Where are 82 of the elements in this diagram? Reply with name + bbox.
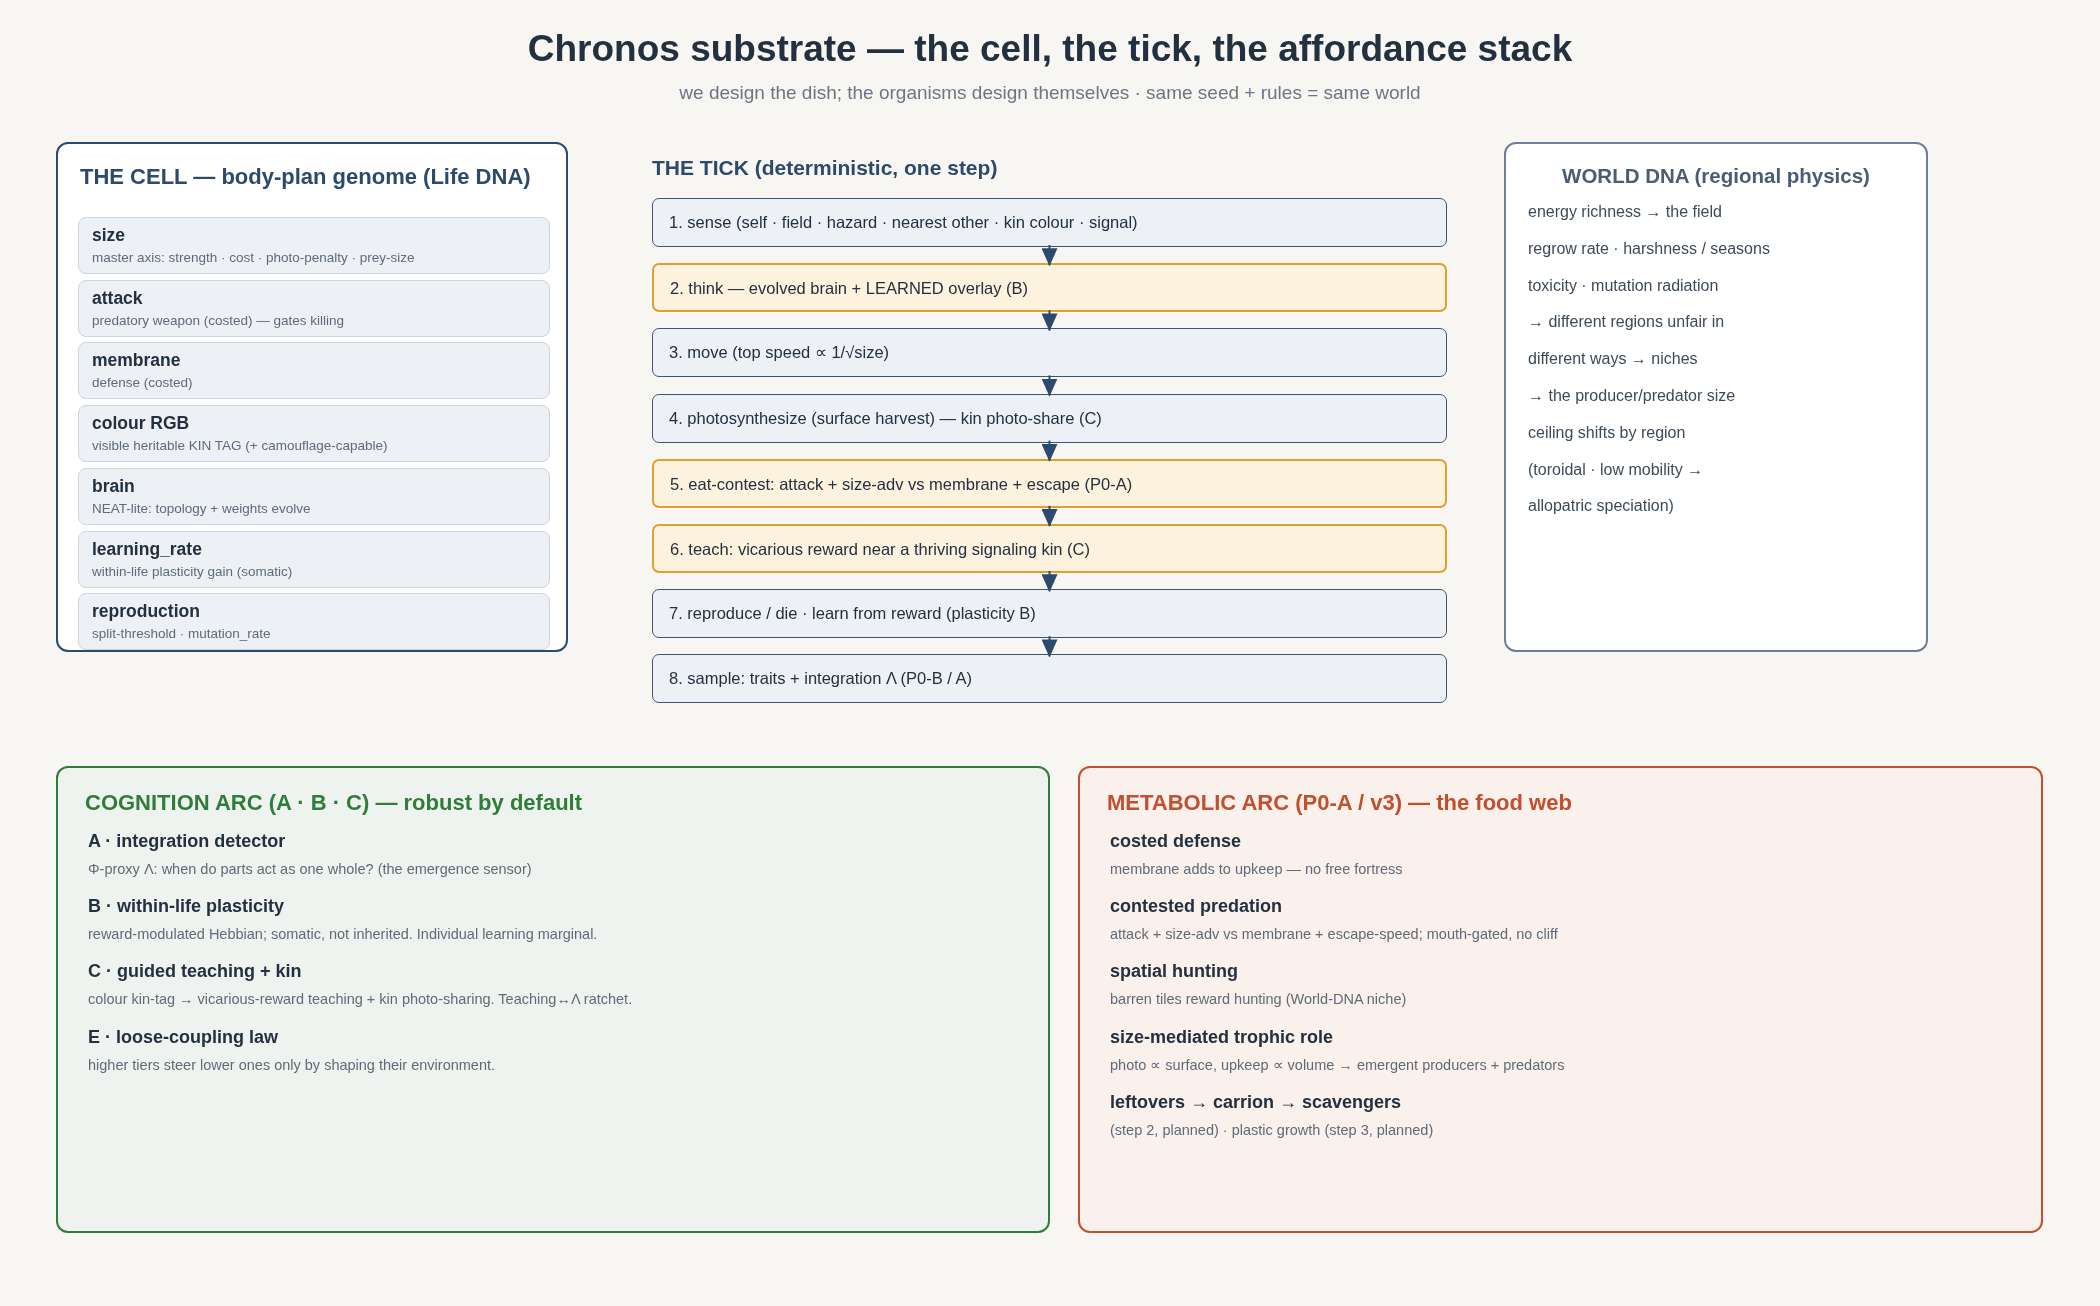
world-dna-line: → the producer/predator size <box>1528 387 1736 405</box>
world-dna-line: allopatric speciation) <box>1528 497 1674 516</box>
item-description: reward-modulated Hebbian; somatic, not inherited. Individual learning marginal. <box>88 926 598 943</box>
step-label: 3. move (top speed ∝ 1/√size) <box>669 343 890 363</box>
step-label: 7. reproduce / die · learn from reward (plasticity B) <box>669 604 1036 624</box>
subtitle: we design the dish; the organisms design themselves · same seed + rules = same world <box>678 82 1422 104</box>
world-dna-line: → different regions unfair in <box>1528 313 1725 332</box>
item-heading: leftovers → carrion → scavengers <box>1110 1091 1402 1113</box>
item-heading: size-mediated trophic role <box>1110 1026 1334 1048</box>
trait-card <box>78 405 550 463</box>
step-box <box>652 524 1447 573</box>
trait-description: visible heritable KIN TAG (+ camouflage-capable) <box>92 438 388 454</box>
step-box <box>652 328 1447 378</box>
diagram-title: Chronos substrate — the cell, the tick, the affordance stack <box>526 28 1574 70</box>
flow-arrow <box>1041 635 1058 658</box>
step-label: 5. eat-contest: attack + size-adv vs membrane + escape (P0-A) <box>670 474 1133 494</box>
flow-arrow <box>1041 504 1058 527</box>
trait-name: membrane <box>92 350 181 372</box>
item-heading: E · loose-coupling law <box>88 1026 278 1048</box>
item-heading: costed defense <box>1110 831 1242 852</box>
flow-arrow <box>1041 439 1058 462</box>
world-dna-line: different ways → niches <box>1528 350 1698 369</box>
trait-card <box>78 217 550 274</box>
flow-arrow <box>1041 570 1058 593</box>
trait-name: learning_rate <box>92 538 202 560</box>
trait-card <box>78 342 550 400</box>
item-description: colour kin-tag → vicarious-reward teaching + kin photo-sharing. Teaching↔Λ ratchet. <box>88 991 633 1008</box>
trait-card <box>78 530 550 588</box>
item-heading: B · within-life plasticity <box>88 896 284 918</box>
step-box <box>652 589 1447 639</box>
trait-description: split-threshold · mutation_rate <box>92 626 271 642</box>
step-box <box>652 458 1447 508</box>
flow-arrow <box>1041 374 1058 397</box>
step-box <box>652 263 1447 313</box>
item-description: photo ∝ surface, upkeep ∝ volume → emergent producers + predators <box>1110 1056 1565 1073</box>
step-box <box>652 393 1447 443</box>
flow-arrow <box>1041 309 1058 332</box>
trait-description: master axis: strength · cost · photo-penalty · prey-size <box>92 250 415 265</box>
item-description: attack + size-adv vs membrane + escape-speed; mouth-gated, no cliff <box>1110 926 1558 943</box>
item-heading: spatial hunting <box>1110 961 1238 983</box>
step-label: 6. teach: vicarious reward near a thriving signaling kin (C) <box>670 540 1091 559</box>
trait-description: within-life plasticity gain (somatic) <box>92 563 293 579</box>
cognition-panel <box>56 766 1050 1233</box>
section-heading: THE TICK (deterministic, one step) <box>652 156 998 180</box>
trait-name: brain <box>92 475 135 497</box>
panel-heading: THE CELL — body-plan genome (Life DNA) <box>80 164 531 190</box>
world-panel <box>1504 142 1928 652</box>
step-label: 4. photosynthesize (surface harvest) — kin photo-share (C) <box>669 408 1102 428</box>
trait-name: reproduction <box>92 601 200 623</box>
flow-arrow <box>1041 244 1058 267</box>
item-description: membrane adds to upkeep — no free fortress <box>1110 861 1403 877</box>
world-dna-line: regrow rate · harshness / seasons <box>1528 239 1770 258</box>
trait-description: NEAT-lite: topology + weights evolve <box>92 500 311 516</box>
item-description: (step 2, planned) · plastic growth (step 3, planned) <box>1110 1121 1434 1138</box>
trait-card <box>78 593 550 651</box>
item-description: Φ-proxy Λ: when do parts act as one whole? (the emergence sensor) <box>88 861 532 877</box>
trait-name: colour RGB <box>92 413 190 435</box>
step-box <box>652 198 1447 247</box>
step-label: 2. think — evolved brain + LEARNED overlay (B) <box>670 279 1029 299</box>
item-heading: A · integration detector <box>88 831 286 852</box>
world-dna-line: toxicity · mutation radiation <box>1528 276 1719 295</box>
panel-heading: WORLD DNA (regional physics) <box>1561 164 1871 188</box>
trait-card <box>78 467 550 525</box>
world-dna-line: (toroidal · low mobility → <box>1528 460 1704 479</box>
item-description: barren tiles reward hunting (World-DNA niche) <box>1110 991 1407 1008</box>
step-label: 1. sense (self · field · hazard · nearest other · kin colour · signal) <box>669 213 1138 232</box>
item-heading: contested predation <box>1110 896 1283 918</box>
world-dna-line: ceiling shifts by region <box>1528 423 1686 442</box>
world-dna-line: energy richness → the field <box>1528 203 1722 221</box>
metabolic-panel <box>1078 766 2043 1233</box>
step-label: 8. sample: traits + integration Λ (P0-B / A) <box>669 669 973 689</box>
trait-name: attack <box>92 287 143 309</box>
trait-card <box>78 279 550 337</box>
trait-description: defense (costed) <box>92 375 193 391</box>
item-description: higher tiers steer lower ones only by shaping their environment. <box>88 1056 496 1073</box>
cell-panel <box>56 142 568 652</box>
panel-heading: COGNITION ARC (A · B · C) — robust by default <box>85 790 582 816</box>
trait-description: predatory weapon (costed) — gates killing <box>92 312 345 328</box>
trait-name: size <box>92 225 126 246</box>
item-heading: C · guided teaching + kin <box>88 961 302 983</box>
panel-heading: METABOLIC ARC (P0-A / v3) — the food web <box>1107 790 1572 816</box>
step-box <box>652 654 1447 704</box>
